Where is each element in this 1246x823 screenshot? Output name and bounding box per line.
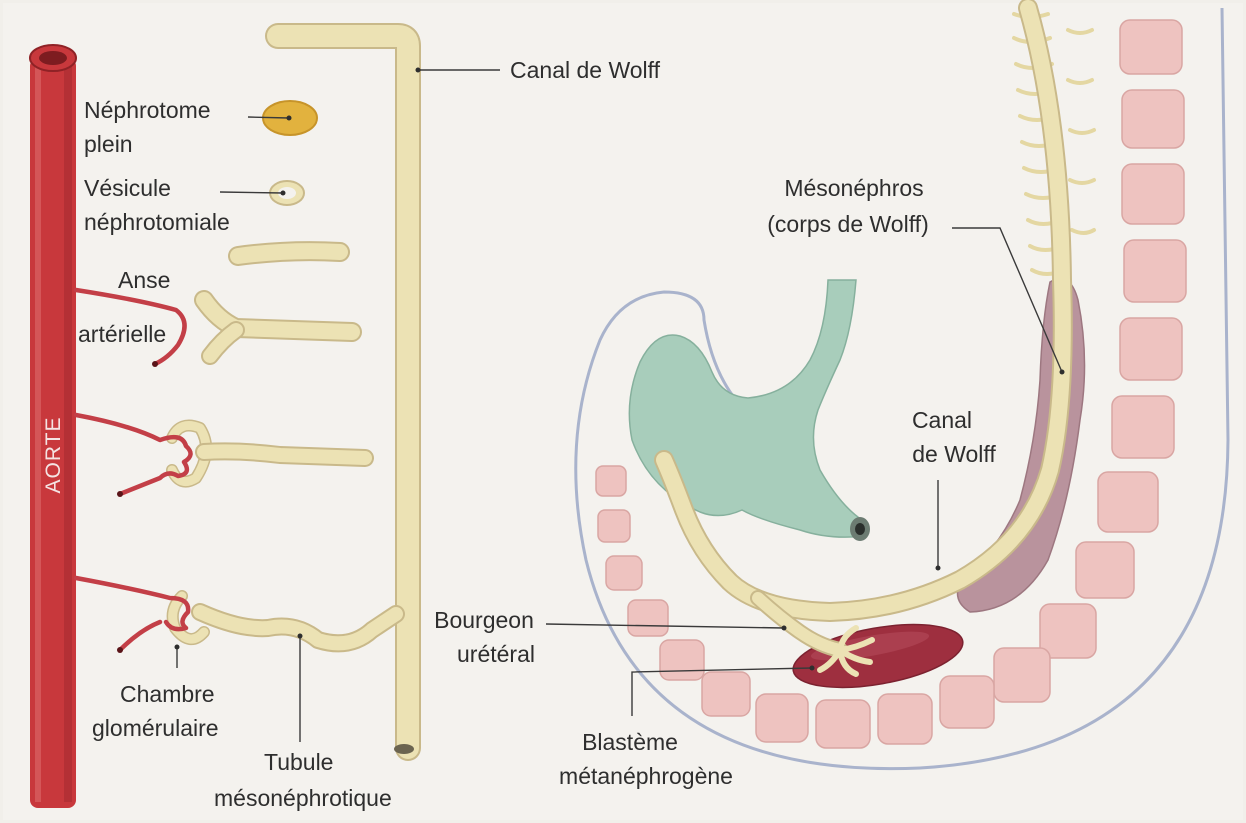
somite (994, 648, 1050, 702)
arterial-loop-end (152, 361, 158, 367)
label-chambre-1: Chambre (120, 681, 215, 707)
somite (628, 600, 668, 636)
glomerular-efferent-end (117, 647, 123, 653)
arterial-branch-mid-end (117, 491, 123, 497)
label-bourgeon-1: Bourgeon (434, 607, 534, 633)
leader-dot (1060, 370, 1065, 375)
label-vesicule-2: néphrotomiale (84, 209, 230, 235)
label-mesonephros-1: Mésonéphros (784, 175, 923, 201)
aorta-highlight (35, 62, 41, 802)
label-anse-2: artérielle (78, 321, 166, 347)
leader-dot (810, 666, 815, 671)
somite (606, 556, 642, 590)
leader-dot (416, 68, 421, 73)
label-nephrotome-2: plein (84, 131, 133, 157)
somite (1122, 90, 1184, 148)
label-nephrotome-1: Néphrotome (84, 97, 211, 123)
cloaca-lumen (855, 523, 865, 535)
label-canal-wolff-right-2: de Wolff (912, 441, 996, 467)
somite (1098, 472, 1158, 532)
somite (1112, 396, 1174, 458)
somite (816, 700, 870, 748)
leader-dot (782, 626, 787, 631)
label-mesonephros-2: (corps de Wolff) (767, 211, 928, 237)
label-bourgeon-2: urétéral (457, 641, 535, 667)
somite (940, 676, 994, 728)
somite (1076, 542, 1134, 598)
aorta-shade (64, 62, 72, 802)
leader-dot (287, 116, 292, 121)
label-chambre-2: glomérulaire (92, 715, 219, 741)
aorta-lumen (39, 51, 67, 65)
label-tubule-2: mésonéphrotique (214, 785, 392, 811)
leader-dot (936, 566, 941, 571)
somite (1120, 318, 1182, 380)
label-vesicule-1: Vésicule (84, 175, 171, 201)
somite (1124, 240, 1186, 302)
leader-nephrotome (248, 117, 289, 118)
leader-dot (298, 634, 303, 639)
leader-dot (281, 191, 286, 196)
somite (1122, 164, 1184, 224)
label-anse-1: Anse (118, 267, 170, 293)
aorte-label: AORTE (42, 417, 65, 494)
somite (878, 694, 932, 744)
early-tubule (238, 251, 340, 256)
leader-vesicule (220, 192, 283, 193)
label-canal-wolff-top: Canal de Wolff (510, 57, 661, 83)
tubule-mid (204, 451, 365, 458)
somite (598, 510, 630, 542)
somite (756, 694, 808, 742)
somite (1120, 20, 1182, 74)
label-blasteme-2: métanéphrogène (559, 763, 733, 789)
wolffian-duct-opening (394, 744, 414, 754)
label-blasteme-1: Blastème (582, 729, 678, 755)
label-tubule-1: Tubule (264, 749, 333, 775)
somite (702, 672, 750, 716)
label-canal-wolff-right-1: Canal (912, 407, 972, 433)
somite (1040, 604, 1096, 658)
somite (660, 640, 704, 680)
leader-dot (175, 645, 180, 650)
somite (596, 466, 626, 496)
